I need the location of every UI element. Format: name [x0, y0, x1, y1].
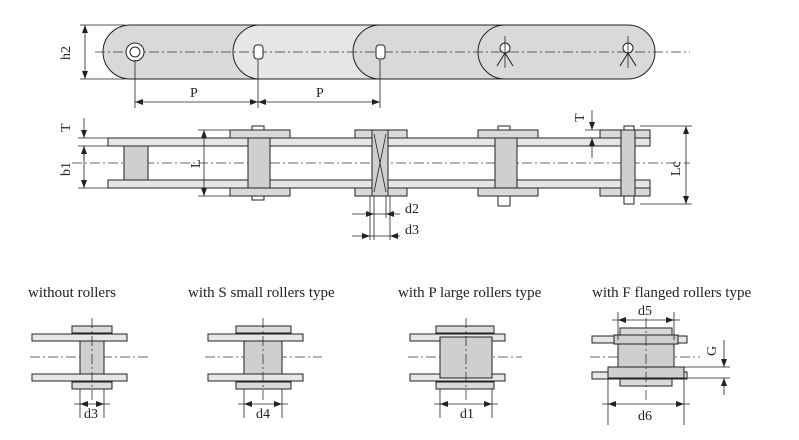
pin-2 [253, 44, 264, 60]
t-label-right: T [573, 113, 588, 122]
dim-d3: d3 [84, 407, 98, 422]
p-label-1: P [190, 86, 198, 101]
dim-d1: d1 [460, 407, 474, 422]
d2-label: d2 [405, 202, 419, 217]
type-f-flanged-rollers: d5 d6 G [590, 304, 730, 425]
lc-label: Lc [669, 161, 684, 176]
h2-label: h2 [59, 46, 74, 60]
b1-label: b1 [59, 162, 74, 176]
section-view: T b1 L T Lc [59, 110, 692, 240]
dim-g: G [705, 346, 720, 356]
dim-d4: d4 [256, 407, 270, 422]
type-s-small-rollers: d4 [205, 318, 322, 422]
type-without-rollers: d3 [30, 318, 148, 422]
pin-1 [129, 46, 141, 58]
caption-without-rollers: without rollers [28, 285, 116, 301]
top-view: h2 P P [59, 24, 690, 108]
caption-p-large-rollers: with P large rollers type [398, 285, 542, 301]
d3-label: d3 [405, 223, 419, 238]
p-label-2: P [316, 86, 324, 101]
inner-plate-bottom-1 [229, 187, 291, 197]
dim-d6: d6 [638, 409, 652, 424]
inner-plate-bottom-3 [477, 187, 539, 197]
l-label: L [189, 159, 204, 168]
caption-f-flanged-rollers: with F flanged rollers type [592, 285, 751, 301]
pin-section-5 [620, 129, 636, 197]
bushing-4 [494, 137, 518, 189]
pin-head-2 [251, 125, 265, 131]
t-label-left: T [59, 123, 74, 132]
cotter-pin-1 [496, 36, 514, 68]
inner-plate-top-1 [229, 129, 291, 139]
type-p-large-rollers: d1 [408, 318, 522, 422]
caption-s-small-rollers: with S small rollers type [188, 285, 335, 301]
bushing-2 [247, 137, 271, 189]
bushing-1 [123, 145, 149, 181]
pin-3 [375, 44, 386, 60]
cotter-pin-2 [619, 36, 637, 68]
inner-plate-top-3 [477, 129, 539, 139]
dim-d5: d5 [638, 304, 652, 319]
